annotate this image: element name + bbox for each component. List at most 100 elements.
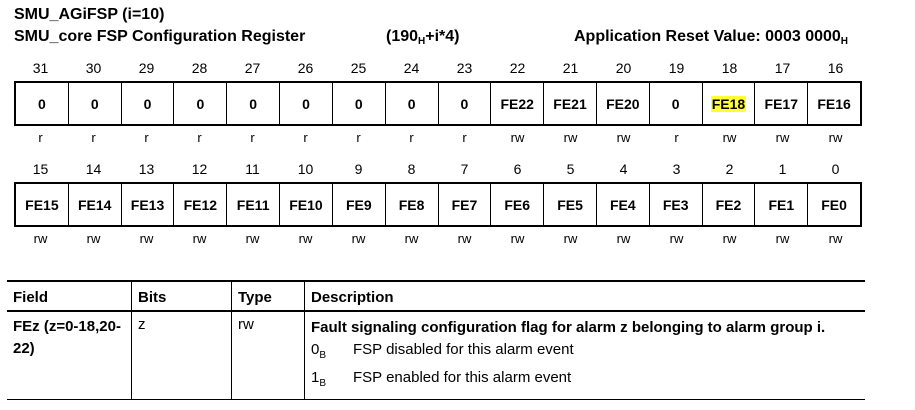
access-type: rw	[298, 231, 313, 246]
access-type: r	[38, 130, 43, 145]
field-label: FE21	[553, 95, 587, 112]
field-label: FE15	[25, 196, 59, 213]
option-value-digit: 0	[311, 341, 320, 358]
bit-number: 17	[774, 60, 791, 76]
access-type: rw	[404, 231, 419, 246]
bit-number: 16	[827, 60, 844, 76]
register-field-cell: FE18	[701, 83, 755, 124]
access-type: rw	[139, 231, 154, 246]
access-type: rw	[775, 231, 790, 246]
value-option: 0B FSP disabled for this alarm event	[311, 339, 859, 367]
bit-number: 28	[191, 60, 208, 76]
access-type: r	[144, 130, 149, 145]
register-field-cell: 0	[173, 83, 226, 124]
bit-number: 19	[668, 60, 685, 76]
register-field-cell: FE5	[543, 184, 596, 225]
offset-expression: +i*4)	[425, 28, 460, 45]
register-name: SMU_AGiFSP (i=10)	[14, 6, 165, 23]
register-field-cell: FE9	[331, 184, 385, 225]
column-header-type: Type	[231, 280, 305, 312]
access-type: r	[356, 130, 361, 145]
bit-number: 24	[403, 60, 420, 76]
access-type: rw	[828, 231, 843, 246]
access-type: rw	[563, 130, 578, 145]
field-label: 0	[460, 95, 469, 112]
field-label: FE11	[236, 196, 270, 213]
access-type: rw	[616, 231, 631, 246]
option-value-suffix: B	[319, 378, 327, 389]
register-field-cell: FE14	[67, 184, 121, 225]
access-type: r	[250, 130, 255, 145]
access-type: rw	[457, 231, 472, 246]
register-field-cell: FE8	[384, 184, 438, 225]
column-header-field: Field	[7, 280, 132, 312]
offset-base-suffix: H	[418, 36, 426, 47]
register-field-cell: FE15	[16, 184, 68, 225]
register-field-cell: FE4	[595, 184, 649, 225]
option-value-digit: 1	[311, 369, 320, 386]
access-type: rw	[510, 231, 525, 246]
field-label: FE0	[821, 196, 847, 213]
field-label: 0	[196, 95, 205, 112]
field-label: 0	[38, 95, 46, 112]
field-label: FE7	[451, 196, 478, 213]
field-label: FE13	[130, 196, 165, 213]
table-row: FEz (z=0-18,20-22) z rw Fault signaling …	[7, 311, 865, 400]
field-label: 0	[671, 95, 680, 112]
field-label: FE16	[817, 95, 851, 112]
option-value: 1B	[311, 367, 353, 395]
field-label: FE6	[504, 196, 531, 213]
bit-number: 13	[138, 161, 155, 177]
reset-value-label: Application Reset Value: 0003 0000	[574, 28, 841, 45]
access-type: r	[462, 130, 467, 145]
field-label: 0	[143, 95, 152, 112]
field-label: 0	[302, 95, 310, 112]
register-title: SMU_core FSP Configuration Register	[14, 28, 306, 45]
access-type: rw	[351, 231, 366, 246]
bit-number: 7	[460, 161, 469, 177]
bit-number: 10	[297, 161, 314, 177]
register-field-cell: 0	[226, 83, 279, 124]
register-field-cell: 0	[384, 83, 438, 124]
access-type: r	[409, 130, 414, 145]
reset-value: Application Reset Value: 0003 0000H	[574, 28, 849, 47]
access-type: r	[197, 130, 202, 145]
bit-number: 20	[615, 60, 632, 76]
access-type: rw	[86, 231, 101, 246]
table-header-row: Field Bits Type Description	[7, 280, 865, 312]
bit-number: 8	[407, 161, 416, 177]
field-label: FE14	[77, 196, 112, 213]
register-field-cell: FE3	[648, 184, 702, 225]
access-type: rw	[669, 231, 684, 246]
field-label: FE2	[715, 196, 742, 213]
bit-number: 11	[245, 161, 260, 177]
field-label: 0	[407, 95, 416, 112]
bit-number: 21	[562, 60, 579, 76]
bit-number: 26	[297, 60, 314, 76]
access-type: rw	[33, 231, 48, 246]
access-type: rw	[828, 130, 843, 145]
option-text: FSP disabled for this alarm event	[353, 341, 574, 358]
option-value: 0B	[311, 339, 353, 367]
register-field-cell: 0	[648, 83, 702, 124]
type-cell: rw	[231, 311, 305, 400]
upper-register-row: 0 0 0 0 0 0 0 0 0 FE22 FE21 FE20 0 FE18 …	[14, 81, 862, 126]
column-header-description: Description	[304, 280, 865, 312]
access-type: rw	[775, 130, 790, 145]
field-label: FE8	[398, 196, 425, 213]
value-option: 1B FSP enabled for this alarm event	[311, 367, 859, 395]
bit-number: 3	[672, 161, 681, 177]
bit-number: 4	[619, 161, 628, 177]
bit-number: 12	[191, 161, 208, 177]
bit-number: 0	[831, 161, 840, 177]
field-label: FE12	[183, 196, 218, 213]
reset-value-suffix: H	[840, 36, 849, 47]
bit-number: 29	[138, 60, 155, 76]
field-label: 0	[354, 95, 363, 112]
field-label: FE3	[662, 196, 689, 213]
field-label: FE22	[500, 95, 534, 112]
bit-number: 25	[350, 60, 367, 76]
register-field-cell: 0	[16, 83, 68, 124]
register-field-cell: FE20	[595, 83, 649, 124]
register-field-cell: FE21	[543, 83, 596, 124]
